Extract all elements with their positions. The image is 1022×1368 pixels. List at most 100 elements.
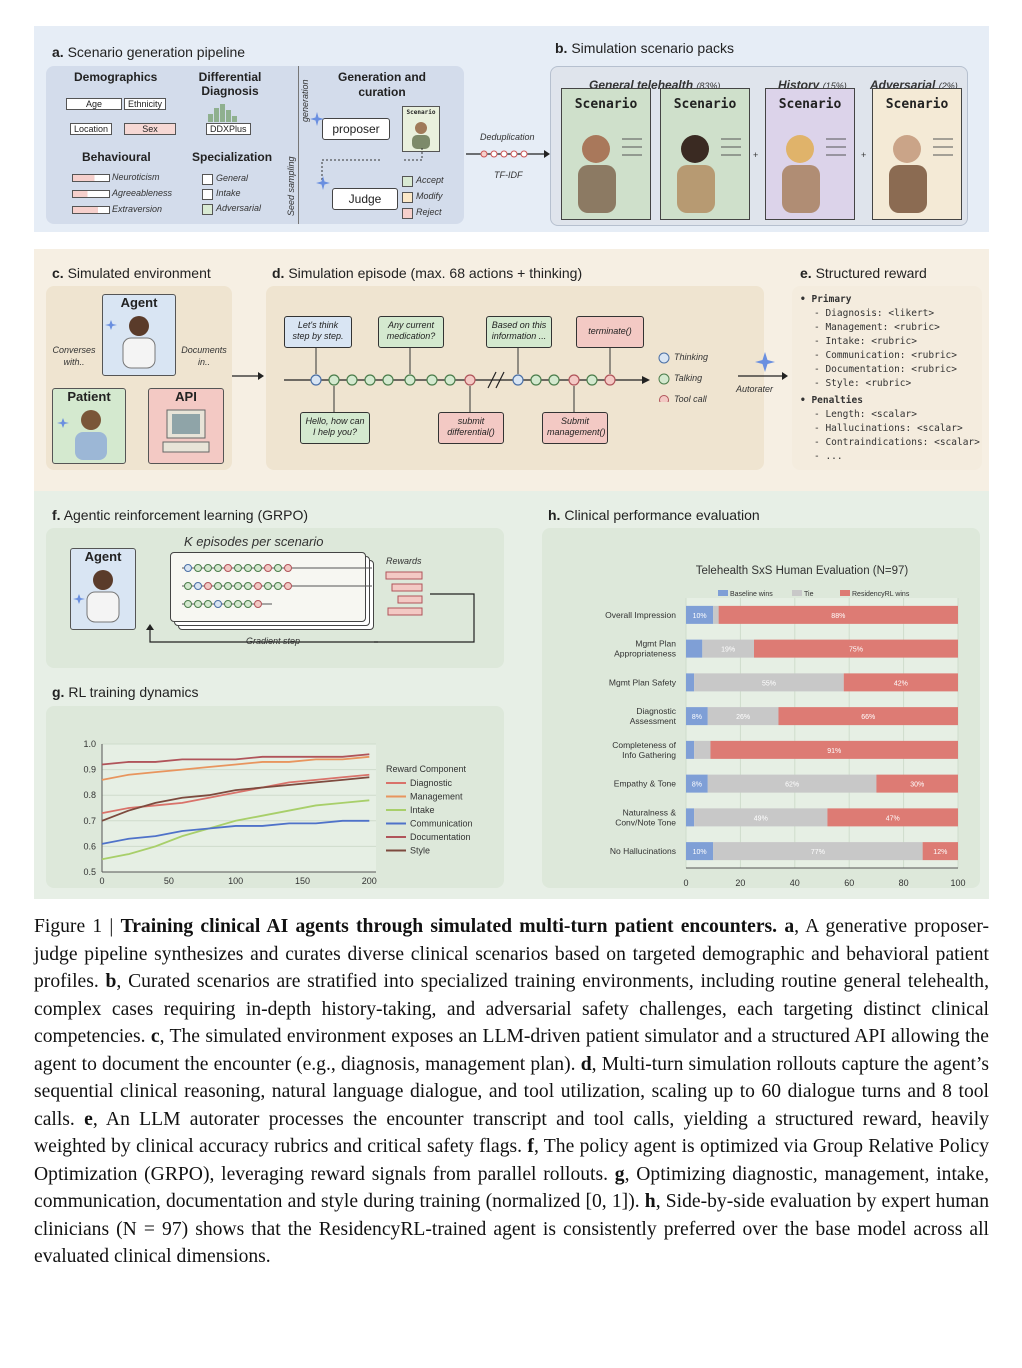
category-label: Empathy & Tone <box>614 779 676 789</box>
bar-label: 42% <box>894 680 908 687</box>
panel-d-title: d. Simulation episode (max. 68 actions +… <box>272 265 583 281</box>
seed-sampling-vertical-label: Seed sampling <box>286 156 296 216</box>
patient-icon <box>57 410 107 460</box>
modify-box <box>402 192 413 203</box>
bar-segment <box>778 707 958 726</box>
spec-intake: Intake <box>216 188 241 198</box>
y-tick-label: 0.9 <box>83 765 96 775</box>
patient-box: Patient <box>52 388 126 464</box>
bar-segment <box>876 774 958 793</box>
category-label: Info Gathering <box>622 750 676 760</box>
x-tick-label: 40 <box>790 878 800 888</box>
chip-ddxplus: DDXPlus <box>206 123 251 135</box>
spec-adversarial: Adversarial <box>216 203 262 213</box>
scenario-card: Scenario <box>660 88 750 220</box>
legend-label: Tie <box>804 591 814 598</box>
judge-loop-arrows <box>321 148 423 180</box>
reward-item: - Documentation: <rubric> <box>814 364 957 375</box>
bar-segment <box>718 605 958 624</box>
tfidf-label: TF-IDF <box>494 170 523 180</box>
penalty-item: - Length: <scalar> <box>814 409 917 420</box>
category-label: Diagnostic <box>636 706 676 716</box>
bar-label: 10% <box>693 613 707 620</box>
y-tick-label: 0.7 <box>83 816 96 826</box>
series-line-communication <box>101 819 370 845</box>
plot-area <box>102 744 376 872</box>
caption-label: f <box>527 1136 534 1157</box>
sparkle-icon <box>310 112 324 126</box>
category-label: No Hallucinations <box>610 846 676 856</box>
accept-box <box>402 176 413 187</box>
plus-sign: + <box>753 150 759 160</box>
x-tick-label: 80 <box>899 878 909 888</box>
k-episodes-label: K episodes per scenario <box>184 534 324 549</box>
bar-segment <box>694 740 711 759</box>
bar-segment <box>686 605 714 624</box>
episode-timeline <box>284 348 650 412</box>
reward-primary: • Primary <box>800 294 852 305</box>
caption-text: , The simulated environment exposes an L… <box>34 1026 989 1075</box>
bar-segment <box>686 673 695 692</box>
bar-segment <box>686 774 708 793</box>
outcome-modify: Modify <box>416 191 443 201</box>
x-tick-label: 100 <box>228 876 243 886</box>
specialization-label: Specialization <box>192 150 273 164</box>
series-line-management <box>101 755 370 781</box>
dedup-arrow <box>466 150 550 158</box>
panel-f-title: f. Agentic reinforcement learning (GRPO) <box>52 507 309 523</box>
bar-segment <box>702 639 754 658</box>
demographics-label: Demographics <box>74 70 158 84</box>
divider <box>298 66 299 224</box>
spec-general: General <box>216 173 249 183</box>
bar-segment <box>707 774 877 793</box>
penalty-item: - Hallucinations: <scalar> <box>814 423 963 434</box>
penalty-item: - ... <box>814 451 843 462</box>
trait-agreeableness: Agreeableness <box>112 188 173 198</box>
bar-segment <box>686 707 708 726</box>
x-tick-label: 200 <box>362 876 377 886</box>
bar-label: 19% <box>721 647 735 654</box>
category-label: Conv/Note Tone <box>615 817 676 827</box>
caption-label: a <box>784 916 795 937</box>
scenario-card: Scenario <box>561 88 651 220</box>
panel-c-title: c. Simulated environment <box>52 265 211 281</box>
episode-stack-front <box>170 552 366 622</box>
sxs-evaluation-chart: Telehealth SxS Human Evaluation (N=97)Ba… <box>605 565 965 888</box>
x-tick-label: 60 <box>844 878 854 888</box>
legend-talking: Talking <box>674 373 703 383</box>
patient-portrait-icon <box>889 135 953 213</box>
outcome-accept: Accept <box>416 175 444 185</box>
gradient-step-label: Gradient step <box>246 636 301 646</box>
thinking-bubble: Let's think step by step. <box>284 316 352 348</box>
legend-label: Intake <box>410 805 435 815</box>
legend-label: ResidencyRL wins <box>852 591 910 598</box>
differential-label: Differential Diagnosis <box>198 70 262 98</box>
reward-item: - Management: <rubric> <box>814 322 940 333</box>
reward-item: - Diagnosis: <likert> <box>814 308 935 319</box>
bar-label: 66% <box>861 714 875 721</box>
category-label: Mgmt Plan <box>635 639 676 649</box>
bar-label: 49% <box>754 815 768 822</box>
proposer-box: proposer <box>322 118 390 140</box>
scenario-card: Scenario <box>765 88 855 220</box>
rewards-label: Rewards <box>386 556 422 566</box>
bar-label: 88% <box>831 613 845 620</box>
reward-item: - Style: <rubric> <box>814 378 912 389</box>
converses-label: Converses with.. <box>52 345 96 367</box>
legend-label: Style <box>410 846 430 856</box>
bar-label: 12% <box>933 849 947 856</box>
y-tick-label: 1.0 <box>83 739 96 749</box>
x-tick-label: 20 <box>735 878 745 888</box>
bar-segment <box>694 808 828 827</box>
y-tick-label: 0.5 <box>83 867 96 877</box>
bar-segment <box>686 842 714 861</box>
caption-label: g <box>614 1163 625 1185</box>
computer-icon <box>162 409 210 453</box>
gradient-arrow <box>146 624 378 643</box>
bar-segment <box>710 740 958 759</box>
legend-label: Management <box>410 792 463 802</box>
legend-swatch <box>792 590 802 596</box>
judge-box: Judge <box>332 188 398 210</box>
histogram-icon <box>208 104 237 122</box>
caption-text: , Side-by-side evaluation by expert huma… <box>34 1191 989 1267</box>
